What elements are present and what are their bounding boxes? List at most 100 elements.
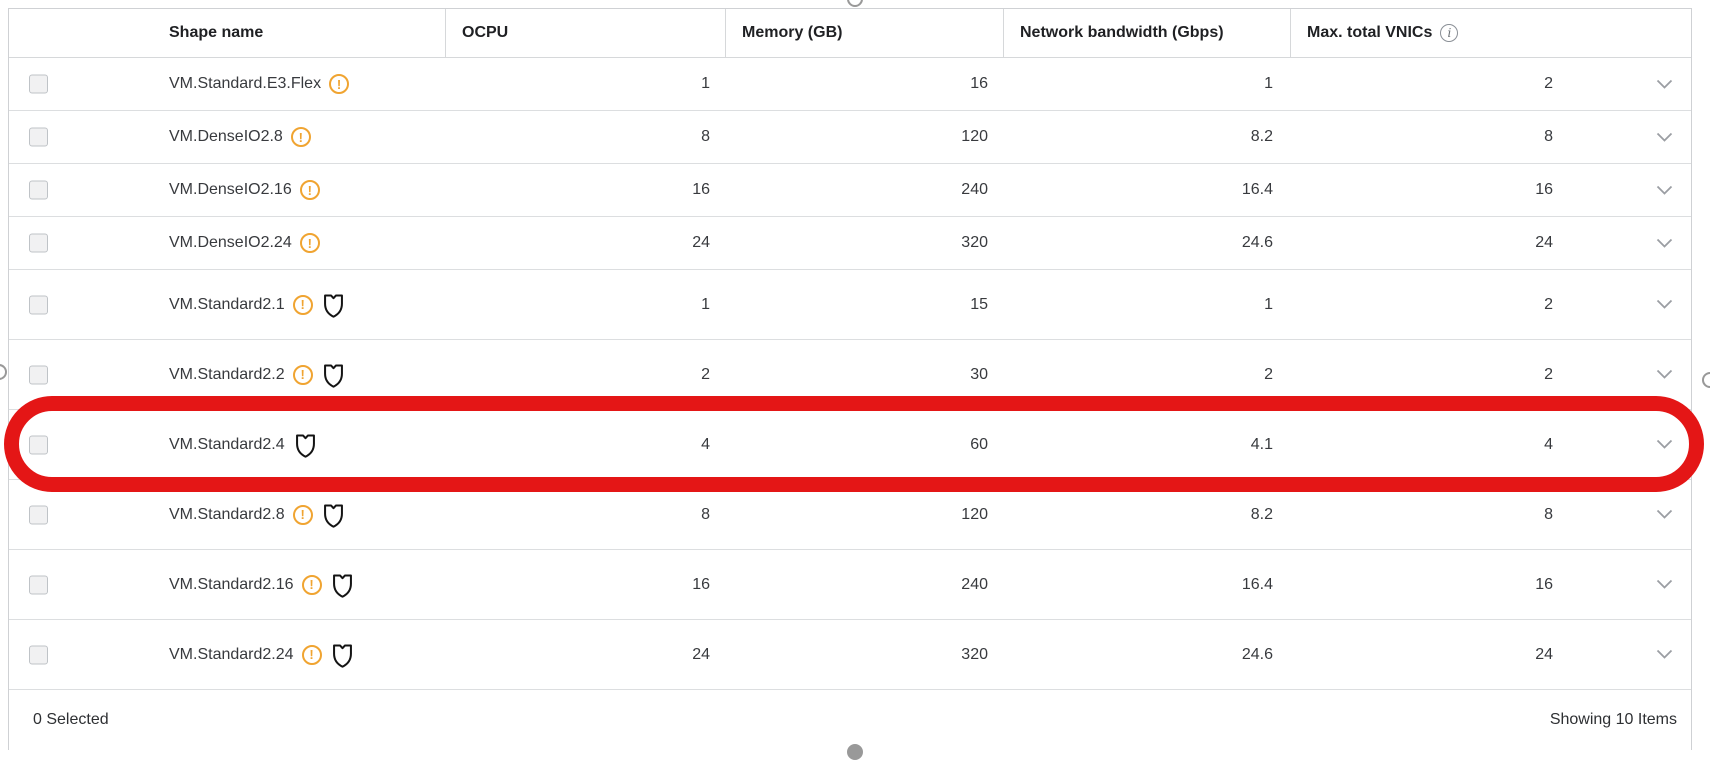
- shield-icon: [322, 361, 345, 388]
- memory-cell: 60: [970, 435, 988, 453]
- shield-icon: [331, 641, 354, 668]
- warning-icon[interactable]: !: [301, 574, 322, 595]
- warning-icon[interactable]: !: [292, 364, 313, 385]
- row-expander[interactable]: [1569, 238, 1691, 249]
- table-row[interactable]: VM.Standard2.2 ! 2 30 2 2: [9, 340, 1691, 410]
- row-checkbox[interactable]: [29, 645, 48, 664]
- row-checkbox[interactable]: [29, 127, 48, 147]
- showing-items-label: Showing 10 Items: [1549, 711, 1677, 728]
- chevron-down-icon: [1656, 579, 1673, 589]
- chevron-down-icon: [1656, 439, 1673, 449]
- shape-name-cell: VM.Standard2.4: [9, 431, 446, 458]
- vnics-header-label: Max. total VNICs: [1307, 24, 1433, 41]
- ocpu-cell: 16: [692, 575, 710, 593]
- table-row[interactable]: VM.Standard.E3.Flex ! 1 16 1 2: [9, 58, 1691, 111]
- chevron-down-icon: [1656, 299, 1673, 309]
- ocpu-cell: 24: [692, 234, 710, 251]
- warning-icon[interactable]: !: [292, 504, 313, 525]
- shield-icon: [331, 571, 354, 598]
- shape-name-cell: VM.DenseIO2.24 !: [9, 233, 446, 253]
- shape-name-label: VM.DenseIO2.8: [169, 128, 283, 145]
- row-expander[interactable]: [1569, 579, 1691, 590]
- shape-name-label: VM.Standard2.8: [169, 505, 285, 523]
- table-row[interactable]: VM.Standard2.8 ! 8 120 8.2 8: [9, 480, 1691, 550]
- chevron-down-icon: [1656, 369, 1673, 379]
- ocpu-cell: 8: [701, 505, 710, 523]
- shape-name-label: VM.Standard2.4: [169, 435, 285, 453]
- bandwidth-header-label: Network bandwidth (Gbps): [1020, 24, 1224, 41]
- vnics-cell: 4: [1544, 435, 1553, 453]
- table-row[interactable]: VM.Standard2.24 ! 24 320 24.6 24: [9, 620, 1691, 690]
- table-row[interactable]: VM.Standard2.16 ! 16 240 16.4 16: [9, 550, 1691, 620]
- warning-icon[interactable]: !: [301, 644, 322, 665]
- shape-name-label: VM.DenseIO2.24: [169, 234, 292, 251]
- vnics-cell: 24: [1535, 234, 1553, 251]
- selected-count-label: 0 Selected: [33, 711, 109, 728]
- row-checkbox[interactable]: [29, 505, 48, 524]
- warning-icon[interactable]: !: [292, 294, 313, 315]
- row-expander[interactable]: [1569, 509, 1691, 520]
- vnics-cell: 24: [1535, 645, 1553, 663]
- shield-icon: [322, 291, 345, 318]
- bandwidth-cell: 8.2: [1250, 505, 1273, 523]
- column-header-vnics: Max. total VNICs i: [1291, 9, 1691, 57]
- shape-name-cell: VM.Standard2.24 !: [9, 641, 446, 668]
- table-footer: 0 Selected Showing 10 Items: [9, 690, 1691, 750]
- shape-name-cell: VM.DenseIO2.8 !: [9, 127, 446, 147]
- shape-name-header-label: Shape name: [169, 24, 264, 41]
- table-row[interactable]: VM.DenseIO2.24 ! 24 320 24.6 24: [9, 217, 1691, 270]
- shape-name-cell: VM.Standard2.8 !: [9, 501, 446, 528]
- row-checkbox[interactable]: [29, 233, 48, 253]
- ocpu-header-label: OCPU: [462, 24, 509, 41]
- row-expander[interactable]: [1569, 299, 1691, 310]
- warning-icon[interactable]: !: [329, 74, 350, 94]
- row-checkbox[interactable]: [29, 365, 48, 384]
- warning-icon[interactable]: !: [299, 180, 320, 200]
- bandwidth-cell: 2: [1264, 365, 1273, 383]
- warning-icon[interactable]: !: [290, 127, 311, 147]
- row-checkbox[interactable]: [29, 435, 48, 454]
- table-body: VM.Standard.E3.Flex ! 1 16 1 2 VM.DenseI…: [9, 58, 1691, 690]
- table-row[interactable]: VM.Standard2.1 ! 1 15 1 2: [9, 270, 1691, 340]
- shape-name-label: VM.DenseIO2.16: [169, 181, 292, 198]
- bandwidth-cell: 24.6: [1241, 234, 1273, 251]
- selection-handle-top: [847, 0, 863, 7]
- ocpu-cell: 1: [701, 295, 710, 313]
- memory-cell: 120: [961, 128, 988, 145]
- info-icon[interactable]: i: [1440, 24, 1459, 42]
- chevron-down-icon: [1656, 132, 1673, 142]
- warning-icon[interactable]: !: [299, 233, 320, 253]
- table-row[interactable]: VM.DenseIO2.8 ! 8 120 8.2 8: [9, 111, 1691, 164]
- shape-name-cell: VM.Standard2.1 !: [9, 291, 446, 318]
- shield-icon: [322, 501, 345, 528]
- ocpu-cell: 24: [692, 645, 710, 663]
- table-row[interactable]: VM.DenseIO2.16 ! 16 240 16.4 16: [9, 164, 1691, 217]
- chevron-down-icon: [1656, 238, 1673, 248]
- chevron-down-icon: [1656, 79, 1673, 89]
- row-expander[interactable]: [1569, 369, 1691, 380]
- column-header-bandwidth: Network bandwidth (Gbps): [1004, 9, 1291, 57]
- chevron-down-icon: [1656, 509, 1673, 519]
- bandwidth-cell: 8.2: [1250, 128, 1273, 145]
- memory-cell: 240: [961, 575, 988, 593]
- row-expander[interactable]: [1569, 649, 1691, 660]
- row-checkbox[interactable]: [29, 180, 48, 200]
- row-checkbox[interactable]: [29, 295, 48, 314]
- row-expander[interactable]: [1569, 439, 1691, 450]
- table-row[interactable]: VM.Standard2.4 4 60 4.1 4: [9, 410, 1691, 480]
- row-checkbox[interactable]: [29, 74, 48, 94]
- bandwidth-cell: 1: [1264, 295, 1273, 313]
- bandwidth-cell: 1: [1264, 75, 1273, 92]
- row-expander[interactable]: [1569, 185, 1691, 196]
- row-expander[interactable]: [1569, 79, 1691, 90]
- shape-name-label: VM.Standard2.16: [169, 575, 294, 593]
- shape-name-cell: VM.Standard2.16 !: [9, 571, 446, 598]
- row-checkbox[interactable]: [29, 575, 48, 594]
- row-expander[interactable]: [1569, 132, 1691, 143]
- shape-name-cell: VM.Standard2.2 !: [9, 361, 446, 388]
- chevron-down-icon: [1656, 649, 1673, 659]
- selection-handle-bottom: [847, 744, 863, 760]
- shape-name-label: VM.Standard2.2: [169, 365, 285, 383]
- shape-name-cell: VM.Standard.E3.Flex !: [9, 74, 446, 94]
- memory-cell: 16: [970, 75, 988, 92]
